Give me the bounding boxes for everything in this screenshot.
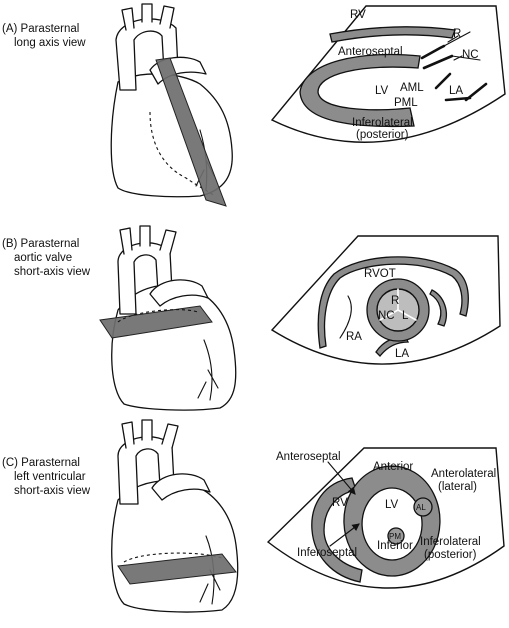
label-aml-a: AML bbox=[400, 82, 424, 94]
aortic-valve-a bbox=[420, 44, 472, 102]
panel-c-caption: (C) Parasternal left ventricular short-a… bbox=[2, 457, 91, 497]
label-rvot-b: RVOT bbox=[364, 268, 396, 280]
pulmonary-wall-b bbox=[429, 289, 447, 327]
label-rv-c: RV bbox=[332, 497, 348, 509]
heart-drawing-b bbox=[99, 225, 237, 411]
la-wall-b bbox=[375, 336, 410, 357]
panel-c-caption-line-1: (C) Parasternal bbox=[2, 457, 80, 469]
panel-b: (B) Parasternal aortic valve short-axis … bbox=[2, 225, 501, 411]
great-vessels-a bbox=[121, 3, 175, 31]
panel-c-caption-line-2: left ventricular bbox=[14, 471, 86, 483]
echo-sector-b: RVOT R NC L RA LA bbox=[270, 235, 501, 365]
panel-b-caption-line-2: aortic valve bbox=[14, 252, 72, 264]
pulmonary-trunk-b bbox=[149, 279, 209, 307]
panel-c: (C) Parasternal left ventricular short-a… bbox=[2, 419, 505, 613]
rv-outline-b bbox=[317, 256, 469, 349]
plane-ellipse-b bbox=[117, 309, 199, 323]
label-pml-a: PML bbox=[394, 97, 418, 109]
lv-myocardium-c bbox=[343, 465, 441, 577]
ra-wall-b bbox=[339, 295, 352, 339]
label-pm-c: PM bbox=[389, 532, 401, 541]
panel-b-caption-line-1: (B) Parasternal bbox=[2, 238, 79, 250]
panel-b-caption: (B) Parasternal aortic valve short-axis … bbox=[2, 238, 91, 278]
label-al-c: AL bbox=[416, 503, 426, 512]
leader-nc-a bbox=[453, 55, 463, 61]
label-inferolateral-a: Inferolateral bbox=[352, 117, 413, 129]
imaging-plane-c bbox=[117, 553, 237, 585]
arrow-anteroseptal-c bbox=[327, 461, 356, 495]
heart-drawing-c bbox=[111, 419, 239, 613]
label-lv-a: LV bbox=[375, 85, 389, 97]
label-inferolateral-c: Inferolateral bbox=[420, 536, 481, 548]
panel-b-caption-line-3: short-axis view bbox=[14, 266, 91, 278]
valve-commissures-b bbox=[379, 288, 417, 321]
label-ra-b: RA bbox=[346, 331, 362, 343]
echo-sector-c: Anteroseptal Anterior Anterolateral (lat… bbox=[266, 447, 505, 589]
imaging-plane-b bbox=[99, 305, 213, 339]
rv-wall-a bbox=[329, 26, 456, 43]
heart-drawing-a bbox=[110, 3, 233, 207]
panel-a-caption-line-2: long axis view bbox=[14, 37, 86, 49]
papillary-pm-c bbox=[387, 527, 405, 545]
coronary-b bbox=[197, 339, 219, 401]
label-anteroseptal-a: Anteroseptal bbox=[338, 46, 403, 58]
label-inferoseptal-c: Inferoseptal bbox=[297, 547, 357, 559]
panel-a: (A) Parasternal long axis view RV Antero… bbox=[2, 3, 506, 207]
label-anteroseptal-c: Anteroseptal bbox=[276, 451, 341, 463]
label-l-b: L bbox=[402, 310, 409, 322]
arrow-inferoseptal-c bbox=[329, 523, 360, 547]
pulmonary-trunk-c bbox=[151, 473, 211, 501]
aortic-root-a bbox=[443, 31, 481, 61]
label-r-b: R bbox=[391, 295, 399, 307]
echo-sector-a: RV Anteroseptal R NC LV AML LA PML Infer… bbox=[270, 5, 506, 143]
label-nc-b: NC bbox=[378, 310, 395, 322]
great-vessels-c bbox=[121, 419, 179, 449]
imaging-plane-a bbox=[155, 57, 227, 207]
panel-a-caption: (A) Parasternal long axis view bbox=[2, 23, 86, 49]
label-nc-a: NC bbox=[462, 49, 479, 61]
great-vessels-b bbox=[119, 225, 177, 255]
label-inferior-c: Inferior bbox=[377, 540, 413, 552]
la-wall-a bbox=[464, 82, 488, 102]
papillary-al-c bbox=[413, 497, 433, 517]
plane-ellipse-c bbox=[123, 552, 223, 563]
panel-c-caption-line-3: short-axis view bbox=[14, 485, 91, 497]
label-r-a: R bbox=[453, 28, 461, 40]
label-posterior-a: (posterior) bbox=[356, 129, 409, 141]
label-la-a: LA bbox=[449, 85, 463, 97]
label-lv-c: LV bbox=[385, 499, 399, 511]
label-lateral-c: (lateral) bbox=[438, 481, 477, 493]
label-posterior-c: (posterior) bbox=[424, 549, 477, 561]
label-anterolateral-c: Anterolateral bbox=[431, 468, 496, 480]
label-anterior-c: Anterior bbox=[373, 461, 413, 473]
leader-r-a bbox=[447, 35, 459, 43]
lv-wall-a bbox=[299, 53, 421, 128]
label-la-b: LA bbox=[395, 348, 409, 360]
rv-wall-c bbox=[311, 477, 363, 583]
panel-a-caption-line-1: (A) Parasternal bbox=[2, 23, 79, 35]
label-rv-a: RV bbox=[350, 9, 366, 21]
